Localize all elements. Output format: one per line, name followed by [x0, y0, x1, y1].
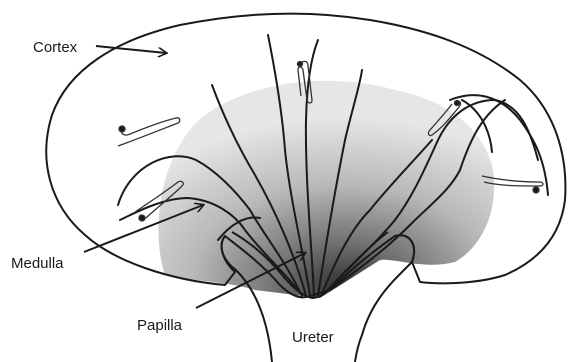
medulla-label: Medulla: [11, 255, 64, 272]
ureter-label: Ureter: [292, 329, 334, 346]
papilla-label: Papilla: [137, 317, 183, 334]
cortex-label: Cortex: [33, 39, 78, 56]
